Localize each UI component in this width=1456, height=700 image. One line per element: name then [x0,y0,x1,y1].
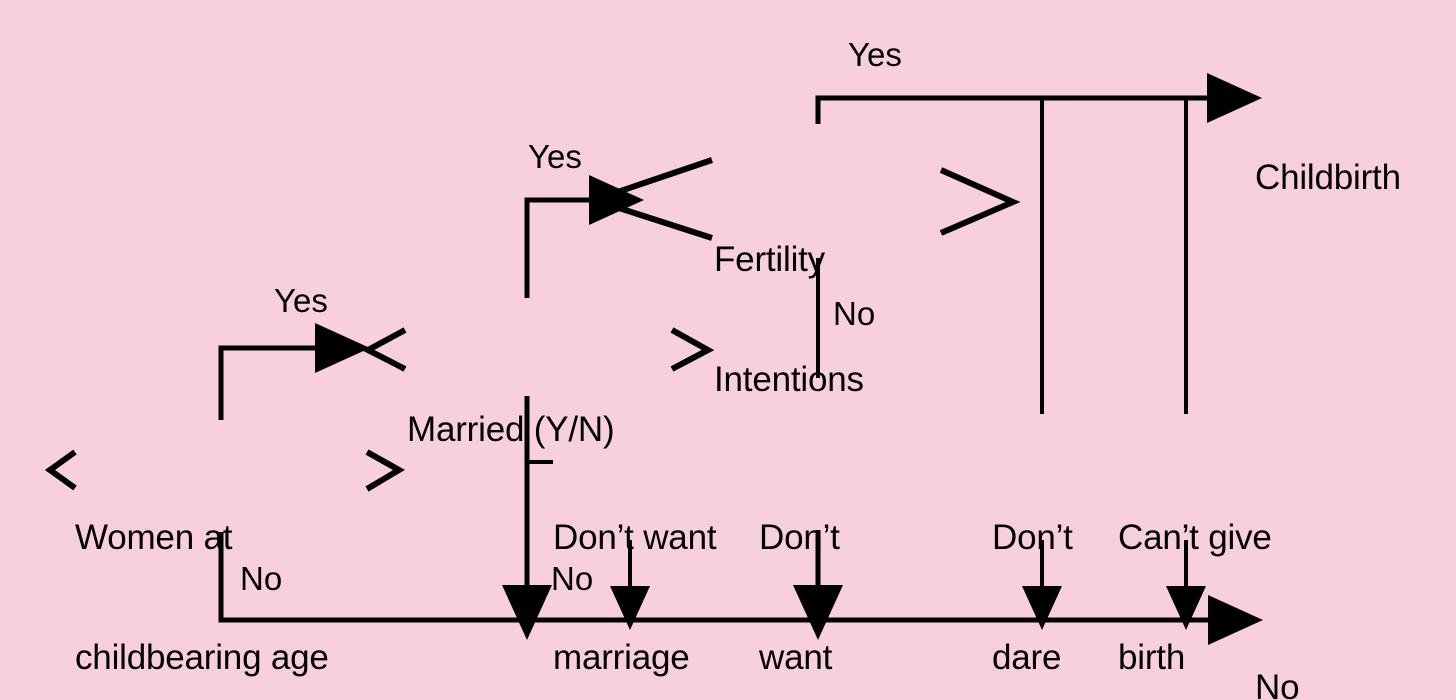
edge-label-no-women: No [240,560,283,597]
node-fertility-line2: Intentions [714,360,864,399]
reason-cant-give-line2: birth [1118,638,1186,677]
reason-cant-give-line1: Can’t give [1118,518,1272,557]
node-women-line2: childbearing age [75,638,329,677]
reason-dont-dare-line2: dare [992,638,1062,677]
chevron-left-women [44,449,77,491]
node-no-childbirth-line1: No [1255,668,1300,700]
chevron-right-women [365,449,405,492]
edge-label-yes-women: Yes [274,282,328,319]
node-married[interactable]: Married (Y/N) [407,330,615,530]
node-childbirth-line1: Childbirth [1255,158,1401,197]
edge-married-yes [524,175,644,298]
edge-label-no-fertility: No [833,295,876,332]
chevron-left-fertility [584,157,713,241]
node-childbirth[interactable]: Childbirth [1255,78,1401,278]
node-no-childbirth[interactable]: No childbirth [1255,588,1393,700]
reason-no-marriage-line2: marriage [553,638,690,677]
node-women-childbearing-age[interactable]: Women at childbearing age [75,438,329,700]
reason-cant-give-birth[interactable]: Can’t give birth [1118,438,1272,700]
edge-women-yes [218,323,370,420]
edge-women-no [218,532,1263,645]
chevron-left-married [361,327,407,372]
reason-dont-want-line1: Don’t [759,518,840,557]
edge-fertility-yes [815,73,1262,124]
chevron-right-married [670,327,715,372]
reason-dont-dare-line1: Don’t [992,518,1073,557]
reason-no-marriage-line1: Don’t want [553,518,717,557]
edge-label-yes-married: Yes [528,138,582,175]
node-fertility-intentions[interactable]: Fertility Intentions [714,160,864,480]
edge-label-yes-fertility: Yes [848,36,902,73]
reason-dont-want[interactable]: Don’t want [759,438,840,700]
edge-label-no-married: No [551,560,594,597]
reason-dont-dare[interactable]: Don’t dare [992,438,1073,700]
reason-dont-want-line2: want [759,638,833,677]
node-women-line1: Women at [75,518,233,557]
node-married-line1: Married (Y/N) [407,410,615,449]
node-fertility-line1: Fertility [714,240,825,279]
chevron-right-fertility [939,167,1021,236]
reason-dont-want-marriage[interactable]: Don’t want marriage [553,438,717,700]
